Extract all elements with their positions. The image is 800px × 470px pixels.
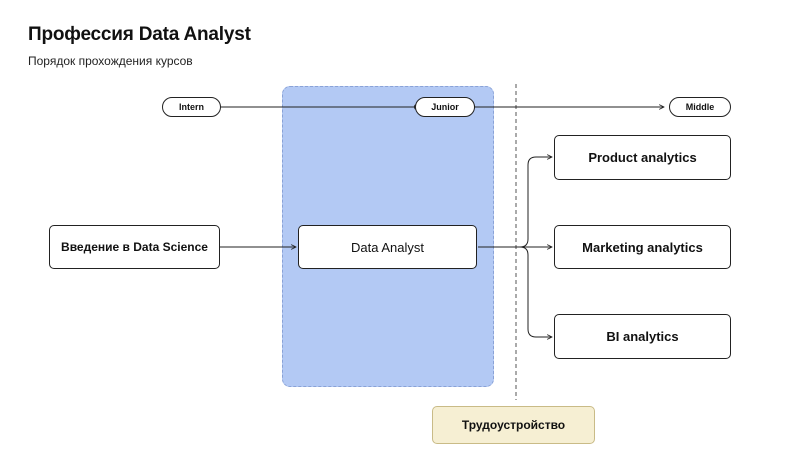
branch-bottom: [478, 246, 552, 337]
course-bi-analytics: BI analytics: [554, 314, 731, 359]
branch-top: [478, 157, 552, 248]
level-junior: Junior: [415, 97, 475, 117]
level-middle: Middle: [669, 97, 731, 117]
employment-box: Трудоустройство: [432, 406, 595, 444]
page-subtitle: Порядок прохождения курсов: [28, 54, 193, 68]
level-intern: Intern: [162, 97, 221, 117]
course-data-analyst: Data Analyst: [298, 225, 477, 269]
course-marketing-analytics: Marketing analytics: [554, 225, 731, 269]
course-intro-data-science: Введение в Data Science: [49, 225, 220, 269]
page-title: Профессия Data Analyst: [28, 24, 251, 45]
course-product-analytics: Product analytics: [554, 135, 731, 180]
